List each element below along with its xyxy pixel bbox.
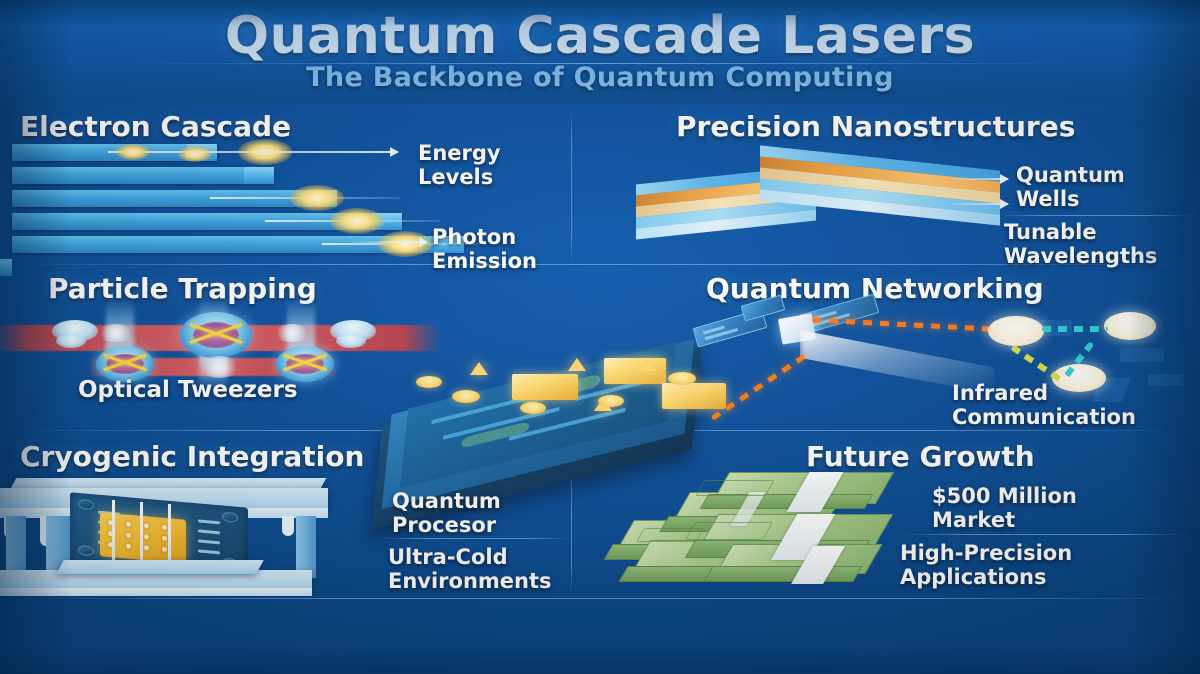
callout-tunable-wavelengths-line1: Tunable — [1004, 220, 1097, 244]
network-node-2 — [1104, 312, 1156, 340]
callout-tunable-wavelengths-line2: Wavelengths — [1004, 243, 1158, 268]
cryostat-base-edge — [0, 588, 312, 596]
callout-energy-levels-line1: Energy — [418, 141, 501, 165]
divider-row-3 — [10, 598, 1190, 599]
callout-high-precision-applications: High-Precision Applications — [900, 541, 1073, 589]
callout-high-precision-line1: High-Precision — [900, 541, 1073, 565]
photon-1b — [178, 146, 212, 162]
callout-rule-nanostructures — [1000, 215, 1195, 216]
ir-link-satellite-to-node — [811, 317, 995, 332]
chip-coupler-1 — [604, 358, 666, 384]
bg-block-2 — [1120, 348, 1164, 362]
callout-energy-levels-line2: Levels — [418, 164, 494, 189]
callout-ultra-cold-environments-line1: Ultra-Cold — [388, 545, 508, 569]
callout-quantum-wells-line2: Wells — [1016, 186, 1080, 211]
bg-block-3 — [1148, 374, 1184, 386]
cryostat-pillar-right — [296, 516, 316, 578]
callout-photon-emission: Photon Emission — [432, 225, 537, 273]
chip-pad-4 — [598, 395, 624, 407]
callout-quantum-wells-line1: Quantum — [1016, 163, 1125, 187]
callout-ultra-cold-environments: Ultra-Cold Environments — [388, 545, 552, 593]
callout-high-precision-line2: Applications — [900, 564, 1047, 589]
callout-infrared-communication-line2: Communication — [952, 404, 1136, 429]
beam-flare-1 — [96, 324, 136, 342]
callout-rule-future-growth — [900, 534, 1190, 535]
callout-tunable-wavelengths: Tunable Wavelengths — [1004, 220, 1158, 268]
divider-col-top — [571, 110, 572, 262]
chip-pad-2 — [452, 390, 480, 403]
callout-photon-emission-line2: Emission — [432, 248, 537, 273]
section-heading-particle-trapping: Particle Trapping — [48, 272, 317, 305]
callout-infrared-communication-line1: Infrared — [952, 381, 1049, 405]
node-link-1-3 — [1010, 344, 1067, 386]
callout-market-size: $500 Million Market — [932, 484, 1077, 532]
photon-4 — [330, 208, 384, 234]
callout-quantum-processor: Quantum Procesor — [392, 489, 501, 537]
photon-3 — [290, 185, 344, 211]
section-heading-precision-nanostructures: Precision Nanostructures — [676, 110, 1076, 143]
section-heading-future-growth: Future Growth — [806, 440, 1035, 473]
chip-pad-3 — [520, 402, 546, 414]
callout-energy-levels: Energy Levels — [418, 141, 501, 189]
callout-quantum-processor-line2: Procesor — [392, 512, 497, 537]
chip-pad-5 — [668, 372, 696, 385]
beam-flare-2 — [272, 324, 312, 342]
page-subtitle: The Backbone of Quantum Computing — [306, 62, 894, 93]
chip-pad-1 — [416, 376, 442, 388]
particle-trap-center — [180, 312, 252, 358]
page-title: Quantum Cascade Lasers — [224, 6, 976, 66]
cryostat-base-rear — [56, 560, 264, 574]
chip-emitter-3 — [638, 358, 656, 371]
chip-coupler-3 — [662, 383, 726, 409]
arrow-quantum-wells-2 — [952, 199, 1009, 209]
energy-bar-2 — [12, 167, 274, 184]
callout-market-size-line2: Market — [932, 507, 1016, 532]
arrow-quantum-wells — [952, 174, 1009, 184]
tweezer-right-tip — [336, 334, 366, 348]
frost-drip-6 — [282, 516, 294, 536]
callout-market-size-line1: $500 Million — [932, 484, 1077, 508]
callout-ultra-cold-environments-line2: Environments — [388, 568, 552, 593]
callout-rule-cryogenic — [380, 538, 570, 539]
callout-infrared-communication: Infrared Communication — [952, 381, 1136, 429]
callout-optical-tweezers-line1: Optical Tweezers — [78, 377, 298, 403]
poster-header: Quantum Cascade Lasers The Backbone of Q… — [0, 0, 1200, 104]
network-node-1 — [988, 316, 1044, 346]
beam-flare-3 — [196, 356, 242, 378]
callout-photon-emission-line1: Photon — [432, 225, 517, 249]
section-heading-cryogenic-integration: Cryogenic Integration — [20, 440, 365, 473]
chip-emitter-2 — [568, 358, 586, 371]
callout-optical-tweezers: Optical Tweezers — [78, 377, 298, 404]
node-link-1-2 — [1042, 326, 1108, 332]
callout-quantum-wells: Quantum Wells — [1016, 163, 1125, 211]
chip-coupler-2 — [512, 374, 578, 400]
arrow-energy-levels — [108, 147, 399, 157]
arrow-photon-emission — [352, 237, 428, 247]
section-heading-electron-cascade: Electron Cascade — [20, 110, 292, 143]
tweezer-left-tip — [56, 334, 86, 348]
callout-quantum-processor-line1: Quantum — [392, 489, 501, 513]
chip-emitter-1 — [470, 362, 488, 375]
